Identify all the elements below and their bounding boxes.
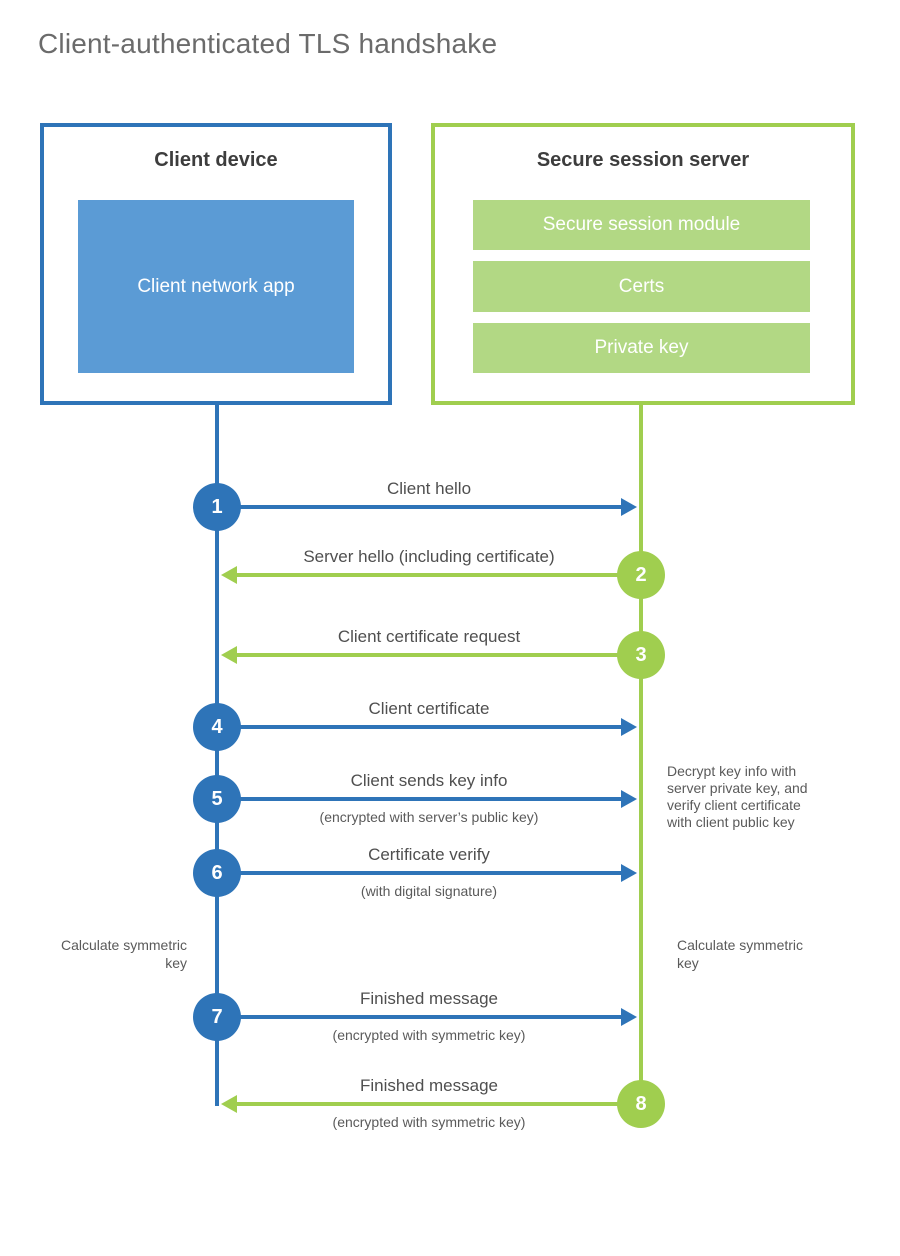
step-5-sublabel: (encrypted with server’s public key) bbox=[319, 809, 539, 825]
server-lifeline bbox=[639, 405, 643, 1106]
step-6-number: 6 bbox=[211, 861, 223, 884]
step-1-number: 1 bbox=[211, 495, 223, 518]
step-4-badge: 4 bbox=[193, 703, 241, 751]
certs-box: Certs bbox=[473, 261, 810, 312]
step-8-label: Finished message bbox=[360, 1076, 498, 1095]
step-8-arrow bbox=[237, 1102, 641, 1106]
step-7-badge: 7 bbox=[193, 993, 241, 1041]
step-1-badge: 1 bbox=[193, 483, 241, 531]
step-4-arrow bbox=[217, 725, 621, 729]
step-2-badge: 2 bbox=[617, 551, 665, 599]
step-3-badge: 3 bbox=[617, 631, 665, 679]
client-device-title: Client device bbox=[154, 149, 278, 171]
step-5-arrow bbox=[217, 797, 621, 801]
step-7-arrow bbox=[217, 1015, 621, 1019]
decrypt-note: Decrypt key info with server private key… bbox=[667, 763, 808, 830]
step-3-label: Client certificate request bbox=[337, 627, 521, 646]
step-2-arrow bbox=[237, 573, 641, 577]
step-4-label: Client certificate bbox=[368, 699, 490, 718]
step-2-arrowhead-icon bbox=[221, 566, 237, 584]
step-4-arrowhead-icon bbox=[621, 718, 637, 736]
client-network-app-label: Client network app bbox=[137, 275, 295, 297]
step-6-label: Certificate verify bbox=[368, 845, 490, 864]
step-1-arrow bbox=[217, 505, 621, 509]
step-3-number: 3 bbox=[635, 643, 647, 666]
step-8-arrowhead-icon bbox=[221, 1095, 237, 1113]
step-5-number: 5 bbox=[211, 787, 223, 810]
step-7-label: Finished message bbox=[360, 989, 498, 1008]
step-6-sublabel: (with digital signature) bbox=[360, 883, 498, 899]
step-1-label: Client hello bbox=[386, 479, 472, 498]
step-5-arrowhead-icon bbox=[621, 790, 637, 808]
step-7-sublabel: (encrypted with symmetric key) bbox=[332, 1027, 526, 1043]
calculate-symmetric-key-left: Calculate symmetric key bbox=[60, 937, 187, 971]
secure-session-server-title: Secure session server bbox=[536, 149, 750, 171]
step-3-arrow bbox=[237, 653, 641, 657]
step-7-number: 7 bbox=[211, 1005, 223, 1028]
step-1-arrowhead-icon bbox=[621, 498, 637, 516]
calculate-symmetric-key-right: Calculate symmetric key bbox=[677, 937, 804, 971]
step-2-number: 2 bbox=[635, 563, 647, 586]
step-5-badge: 5 bbox=[193, 775, 241, 823]
client-lifeline bbox=[215, 405, 219, 1106]
step-5-label: Client sends key info bbox=[350, 771, 508, 790]
page-title: Client-authenticated TLS handshake bbox=[38, 28, 498, 59]
step-8-badge: 8 bbox=[617, 1080, 665, 1128]
secure-session-module-box: Secure session module bbox=[473, 200, 810, 250]
step-8-number: 8 bbox=[635, 1092, 647, 1115]
step-3-arrowhead-icon bbox=[221, 646, 237, 664]
step-6-arrow bbox=[217, 871, 621, 875]
step-2-label: Server hello (including certificate) bbox=[303, 547, 555, 566]
step-6-arrowhead-icon bbox=[621, 864, 637, 882]
private-key-box: Private key bbox=[473, 323, 810, 373]
step-4-number: 4 bbox=[211, 715, 223, 738]
step-7-arrowhead-icon bbox=[621, 1008, 637, 1026]
client-network-app-box: Client network app bbox=[78, 200, 354, 373]
step-8-sublabel: (encrypted with symmetric key) bbox=[332, 1114, 526, 1130]
step-6-badge: 6 bbox=[193, 849, 241, 897]
